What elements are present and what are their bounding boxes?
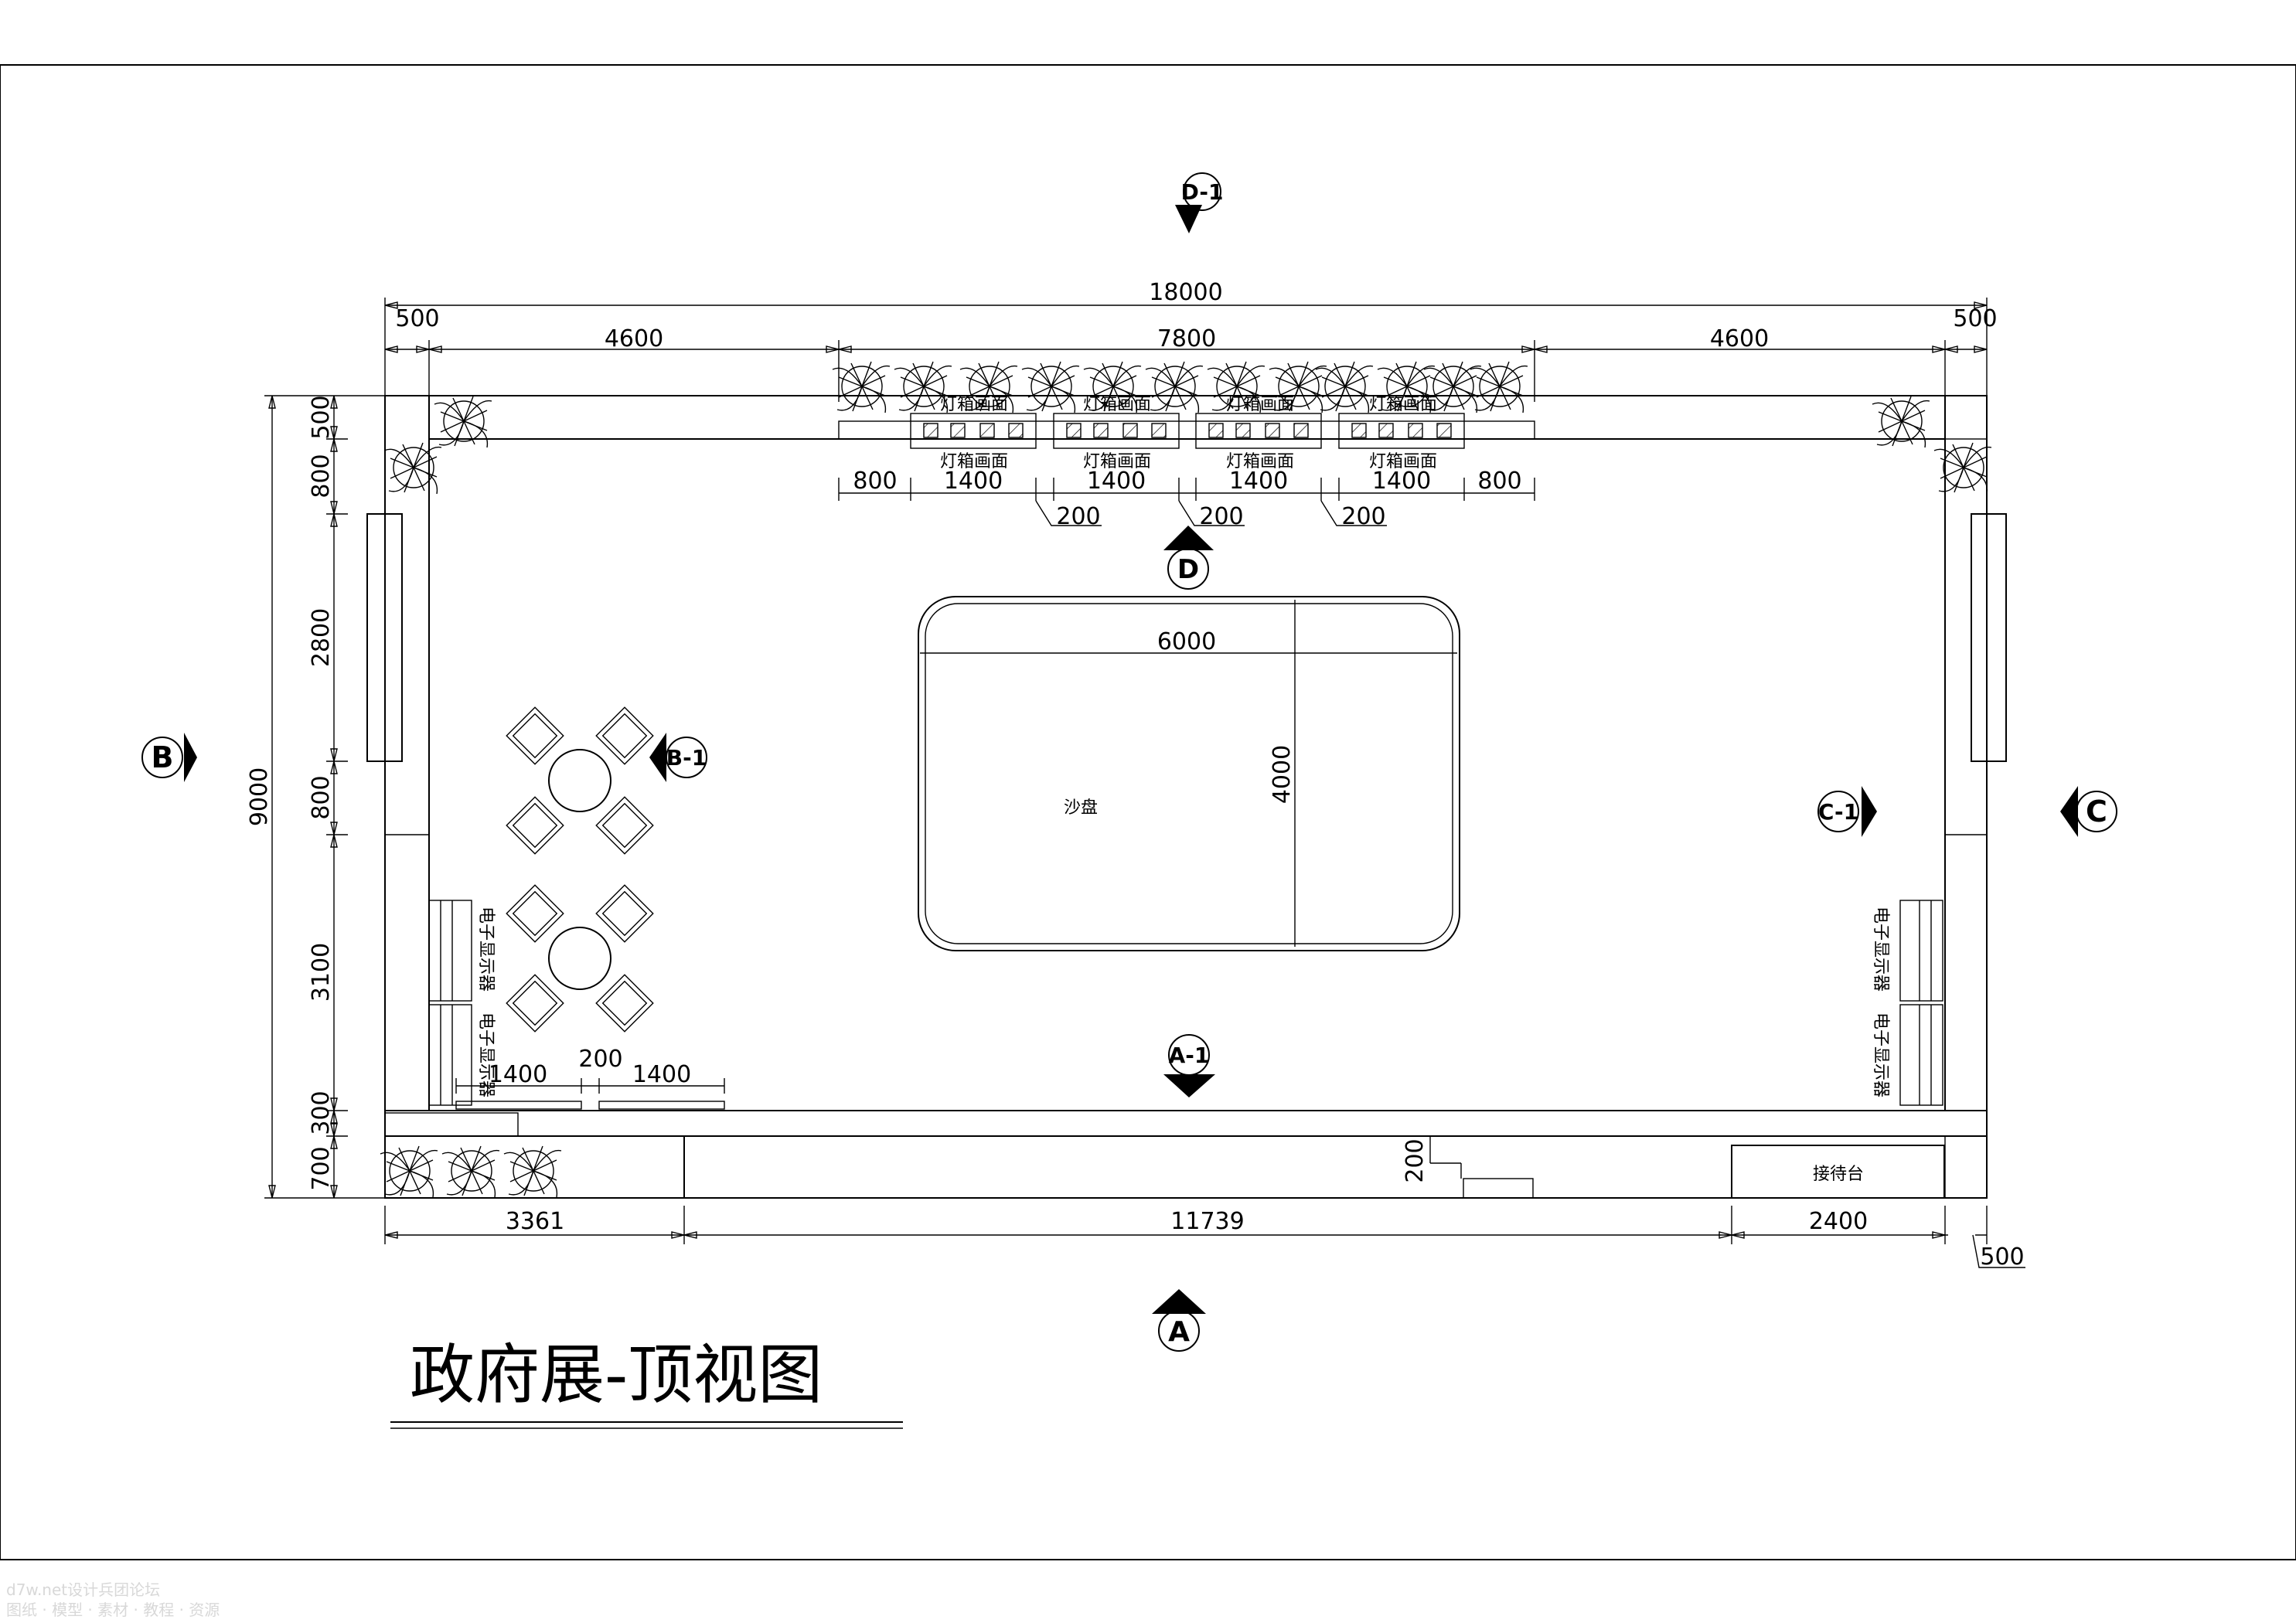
view-marker-d1: D-1 xyxy=(1175,172,1224,233)
watermark-line-2: 图纸 · 模型 · 素材 · 教程 · 资源 xyxy=(6,1601,220,1619)
view-marker-c: C xyxy=(2060,786,2117,837)
sand-table-label: 沙盘 xyxy=(1064,798,1098,818)
dim-bottom-3361: 3361 xyxy=(506,1208,564,1235)
dim-bottom-11739: 11739 xyxy=(1170,1208,1244,1235)
dim-lb-1400-4: 1400 xyxy=(1372,468,1431,495)
dim-gap-200-3: 200 xyxy=(1341,503,1385,530)
displays-left: 电子显示器 电子显示器 xyxy=(428,900,496,1106)
watermark-line-1: d7w.net设计兵团论坛 xyxy=(6,1580,160,1599)
drawing-frame xyxy=(0,64,2296,1560)
dim-table-200: 200 xyxy=(578,1046,622,1073)
lightbox-label-bottom-1: 灯箱画面 xyxy=(940,452,1008,471)
dim-left-300: 300 xyxy=(308,1091,335,1135)
lightbox-label-top-2: 灯箱画面 xyxy=(1083,395,1151,414)
right-wall-panel xyxy=(1971,513,2007,762)
dim-top-500-left: 500 xyxy=(395,305,439,332)
dim-overall-width: 18000 xyxy=(1149,279,1222,306)
dim-lb-1400-3: 1400 xyxy=(1229,468,1288,495)
marker-c-label: C xyxy=(2086,794,2107,829)
dim-lb-1400-2: 1400 xyxy=(1087,468,1146,495)
marker-c1-label: C-1 xyxy=(1818,799,1858,825)
dim-sand-height: 4000 xyxy=(1269,745,1296,804)
view-marker-a1: A-1 xyxy=(1163,1034,1215,1097)
dim-sand-width: 6000 xyxy=(1157,628,1216,655)
dim-left-2800: 2800 xyxy=(308,608,335,667)
lightbox-strip xyxy=(838,413,1535,449)
dim-table-1400-right: 1400 xyxy=(632,1061,691,1088)
lightbox-dimensions: 800 1400 1400 1400 1400 800 200 200 200 xyxy=(838,468,1535,530)
dim-top-4600-right: 4600 xyxy=(1710,325,1769,352)
dim-top-7800: 7800 xyxy=(1157,325,1216,352)
dim-bottom-2400: 2400 xyxy=(1809,1208,1868,1235)
marker-b1-label: B-1 xyxy=(666,745,707,771)
left-wall-panel xyxy=(366,513,403,762)
dim-top-4600-left: 4600 xyxy=(605,325,663,352)
dim-left-800-a: 800 xyxy=(308,454,335,498)
marker-b-label: B xyxy=(152,740,174,774)
marker-d1-label: D-1 xyxy=(1181,179,1224,205)
dim-left-700: 700 xyxy=(308,1146,335,1190)
dim-lb-800-left: 800 xyxy=(853,468,897,495)
dim-left-800-b: 800 xyxy=(308,775,335,819)
dim-bottom-500: 500 xyxy=(1980,1244,2024,1271)
view-marker-c1: C-1 xyxy=(1817,786,1877,837)
lightbox-label-bottom-2: 灯箱画面 xyxy=(1083,452,1151,471)
marker-d-label: D xyxy=(1177,554,1199,585)
watermark: d7w.net设计兵团论坛 图纸 · 模型 · 素材 · 教程 · 资源 xyxy=(6,1580,220,1619)
display-label-right-1: 电子显示器 xyxy=(1871,907,1890,992)
table-area-dimensions: 1400 200 1400 200 xyxy=(455,1046,1429,1183)
table-set-lower xyxy=(506,884,654,1033)
marker-a-label: A xyxy=(1168,1316,1190,1348)
display-label-left-1: 电子显示器 xyxy=(476,907,496,992)
dim-table-1400-left: 1400 xyxy=(489,1061,547,1088)
top-dimensions: 18000 500 4600 7800 4600 500 xyxy=(384,279,1998,402)
dim-gap-200-1: 200 xyxy=(1056,503,1100,530)
dim-lb-1400-1: 1400 xyxy=(944,468,1003,495)
dim-overall-height: 9000 xyxy=(246,767,273,826)
dim-lb-800-right: 800 xyxy=(1477,468,1521,495)
sand-table: 6000 4000 沙盘 xyxy=(918,596,1460,951)
left-dimensions: 9000 500 800 2800 800 3100 300 700 xyxy=(246,395,385,1199)
drawing-title-block: 政府展-顶视图 xyxy=(390,1337,903,1429)
bench-strips xyxy=(384,1101,725,1137)
reception-label: 接待台 xyxy=(1813,1165,1864,1184)
view-marker-b: B xyxy=(141,733,197,782)
reception-desk: 接待台 xyxy=(1731,1145,1945,1199)
drawing-title: 政府展-顶视图 xyxy=(410,1337,823,1413)
displays-right: 电子显示器 电子显示器 xyxy=(1871,900,1943,1106)
view-marker-d: D xyxy=(1163,526,1214,590)
lightbox-label-top-1: 灯箱画面 xyxy=(940,395,1008,414)
display-label-left-2: 电子显示器 xyxy=(476,1012,496,1097)
dim-reception-200: 200 xyxy=(1402,1138,1429,1182)
marker-a1-label: A-1 xyxy=(1169,1043,1210,1068)
lightbox-label-bottom-4: 灯箱画面 xyxy=(1369,452,1437,471)
lightbox-label-bottom-3: 灯箱画面 xyxy=(1226,452,1294,471)
view-marker-a: A xyxy=(1152,1289,1206,1352)
view-marker-b1: B-1 xyxy=(649,733,707,782)
dim-left-3100: 3100 xyxy=(308,943,335,1002)
table-set-upper xyxy=(506,706,654,855)
dim-top-500-right: 500 xyxy=(1953,305,1997,332)
dim-left-500: 500 xyxy=(308,395,335,439)
dim-gap-200-2: 200 xyxy=(1199,503,1243,530)
display-label-right-2: 电子显示器 xyxy=(1871,1012,1890,1097)
bottom-dimensions: 3361 11739 2400 500 xyxy=(384,1206,2025,1271)
